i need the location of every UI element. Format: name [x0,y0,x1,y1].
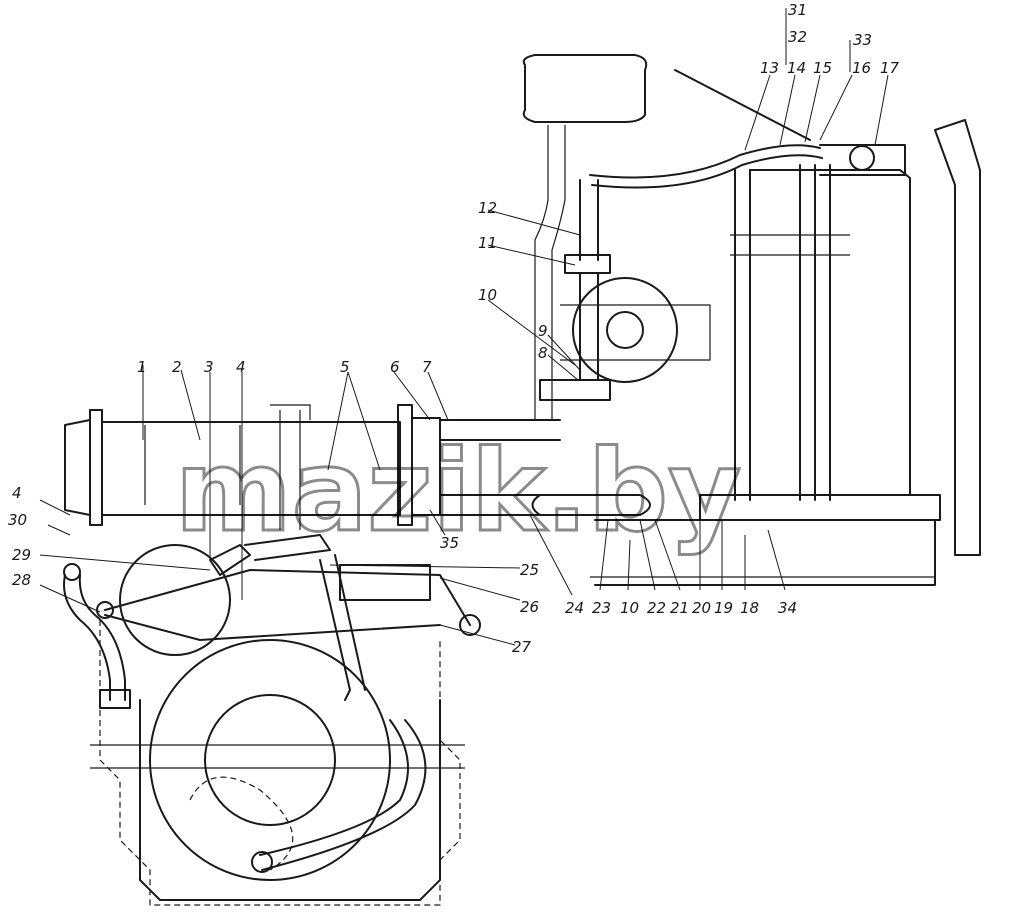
label-12: 12 [478,199,497,217]
label-34: 34 [778,599,797,617]
label-23: 23 [592,599,611,617]
pulley [119,544,231,656]
label-1: 1 [137,358,147,376]
label-33: 33 [853,31,872,49]
control-cable [589,69,906,189]
air-cleaner-housing [64,404,441,530]
label-30: 30 [8,511,27,529]
label-9: 9 [538,322,548,340]
label-14: 14 [787,59,806,77]
label-22: 22 [647,599,666,617]
label-7: 7 [422,358,432,376]
callouts [39,8,889,646]
intake-pipe [439,419,651,516]
label-27: 27 [512,638,532,656]
label-24: 24 [565,599,584,617]
label-29: 29 [12,546,31,564]
label-28: 28 [12,571,31,589]
upper-tank [522,54,648,420]
label-25: 25 [520,561,539,579]
label-20: 20 [692,599,711,617]
label-10-top: 10 [478,286,497,304]
fan-housing [560,277,711,383]
label-11: 11 [478,234,497,252]
label-4-left: 4 [12,484,22,502]
label-31: 31 [788,1,807,19]
label-2: 2 [172,358,182,376]
label-13: 13 [760,59,779,77]
label-35: 35 [440,534,459,552]
label-8: 8 [538,344,548,362]
label-6: 6 [390,358,400,376]
label-32: 32 [788,28,807,46]
label-3: 3 [204,358,214,376]
hood-panel [934,119,981,556]
label-5: 5 [340,358,350,376]
label-4-top: 4 [236,358,246,376]
part-labels: 1 2 3 4 5 6 7 8 9 10 11 12 13 14 15 16 1… [8,1,900,656]
label-21: 21 [670,599,689,617]
linkage [63,534,481,873]
label-19: 19 [714,599,733,617]
label-18: 18 [740,599,759,617]
label-16: 16 [852,59,871,77]
label-17: 17 [880,59,900,77]
engine-block [90,620,465,906]
label-10-bottom: 10 [620,599,639,617]
label-26: 26 [520,598,539,616]
watermark-text: mazik.by [175,427,741,557]
label-15: 15 [813,59,832,77]
radiator [590,164,941,586]
